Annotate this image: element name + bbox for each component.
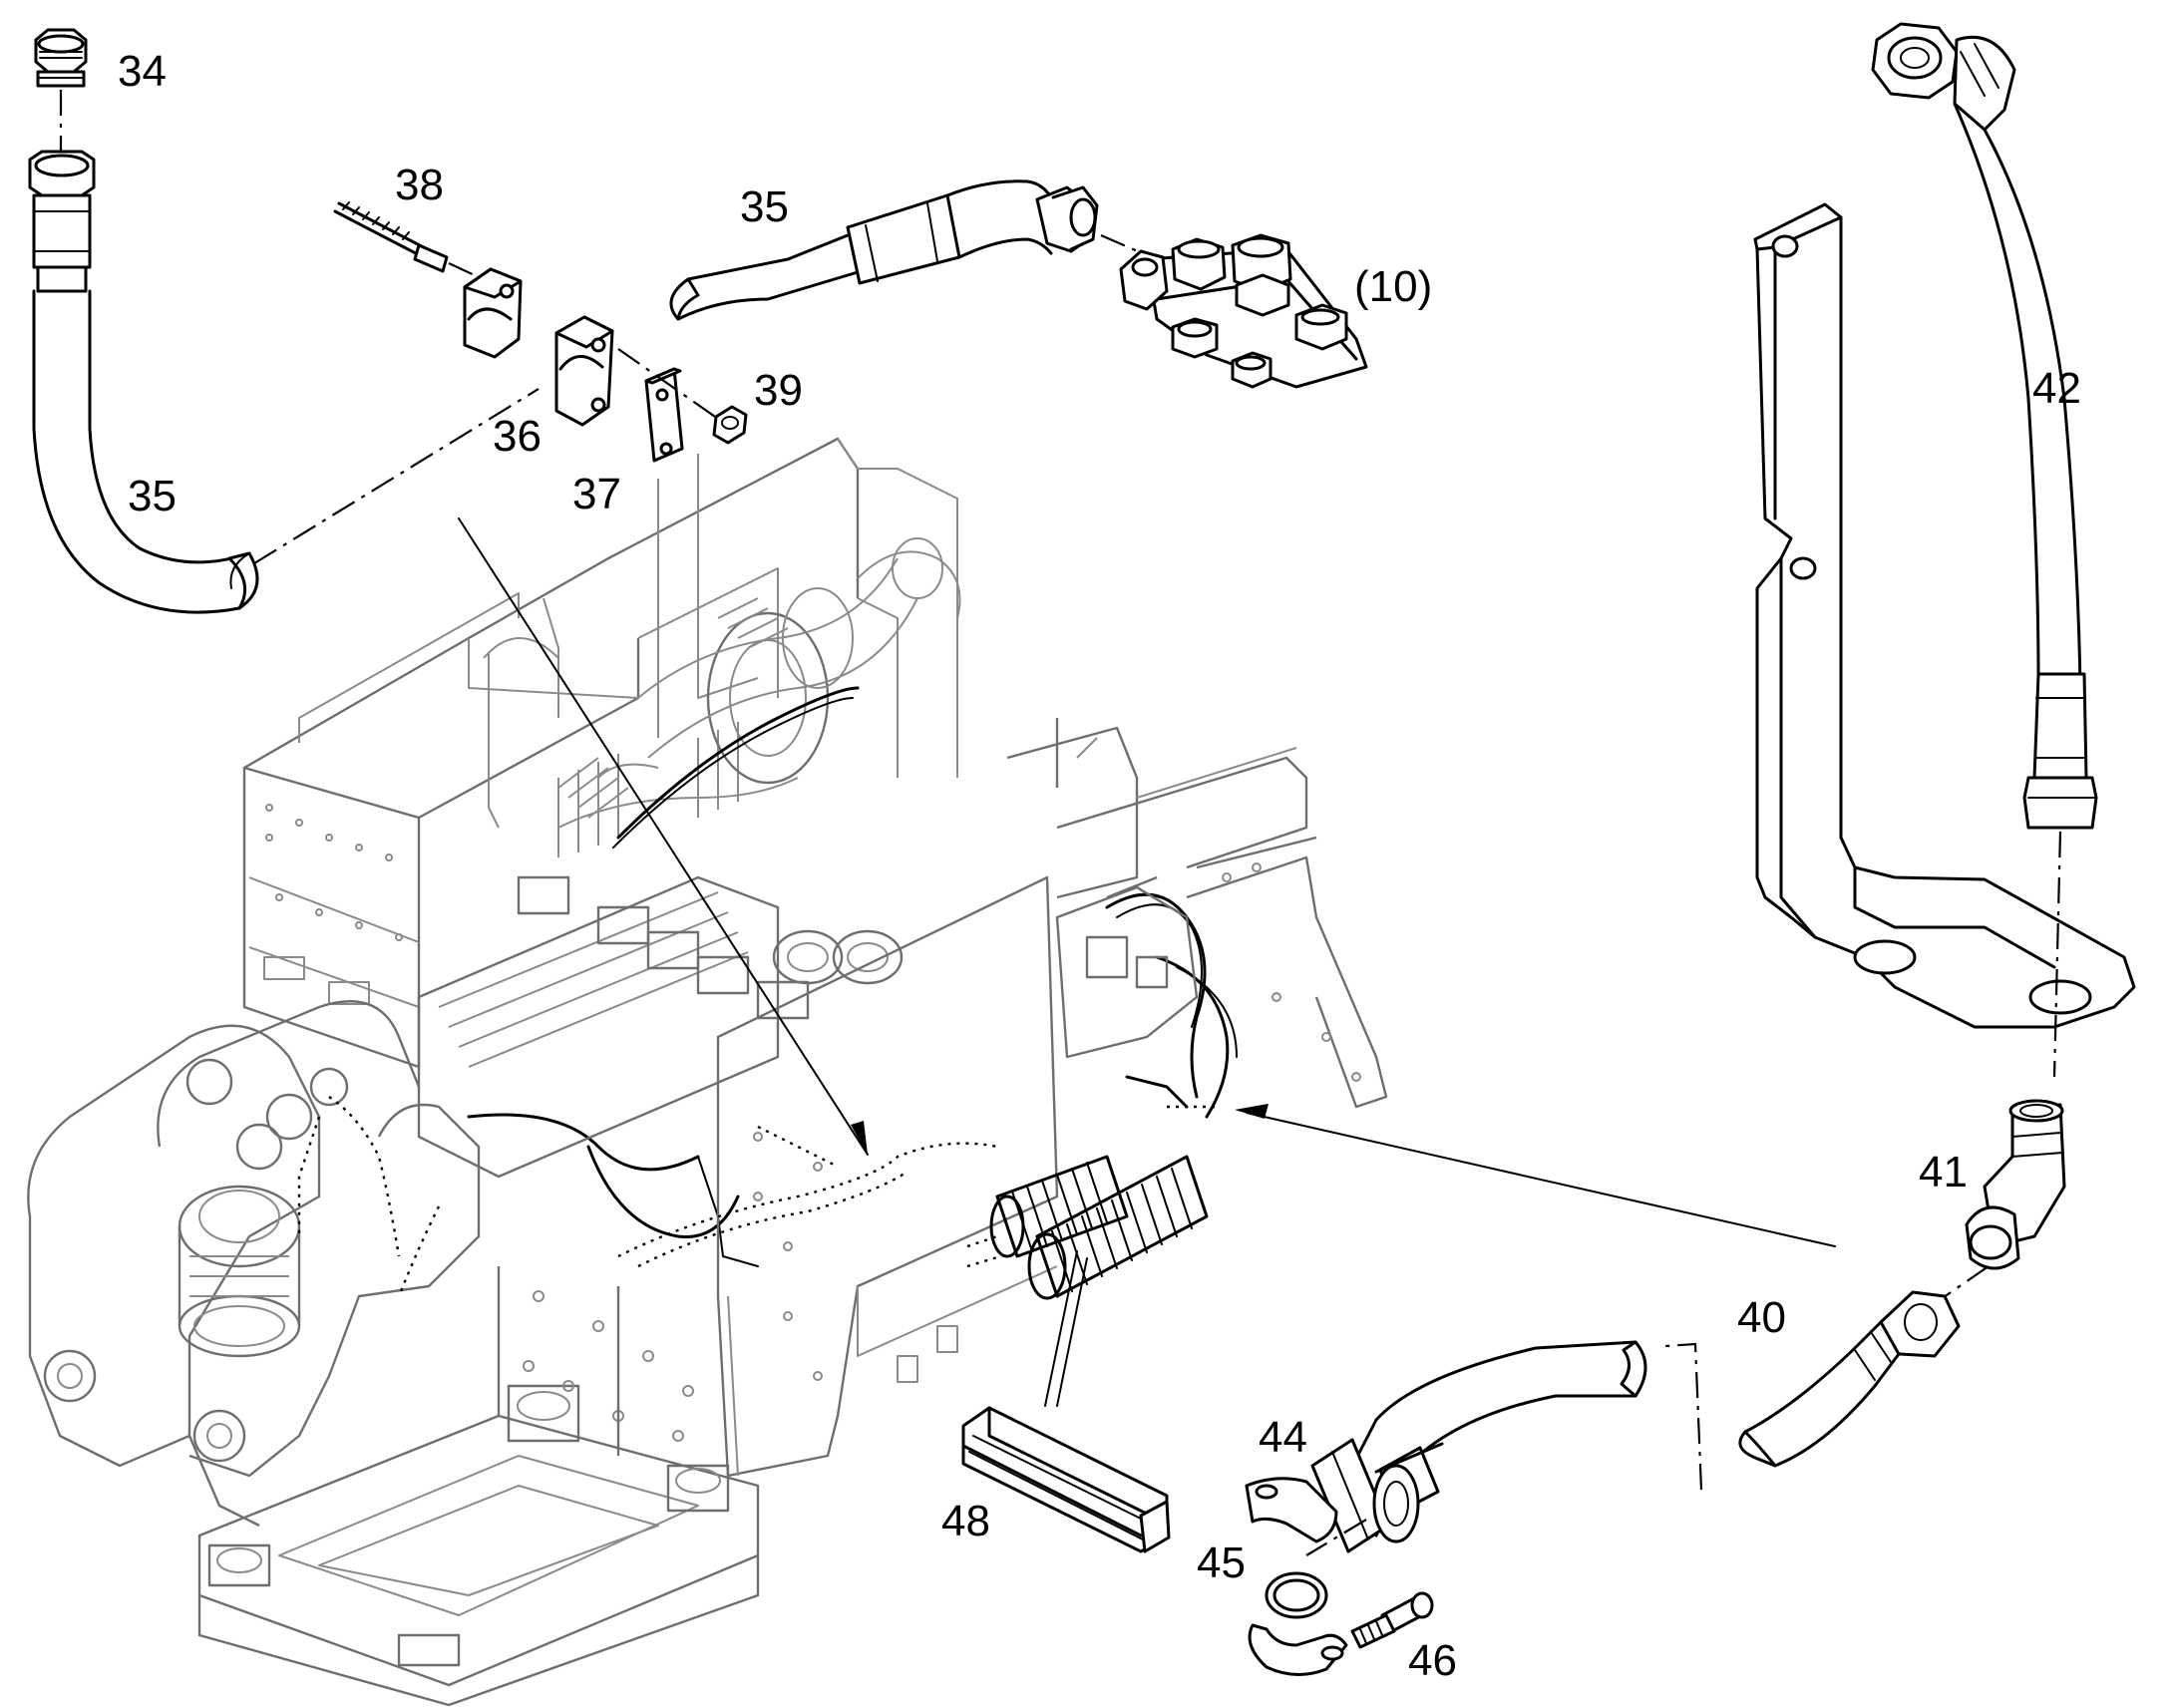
part-48-edge-protector [961, 1406, 1171, 1553]
part-37-clamp-half [554, 315, 614, 427]
part-34-adapter [34, 28, 88, 152]
callout-46: 46 [1408, 1636, 1457, 1685]
leader-to-edge-protector-2 [1056, 1257, 1088, 1407]
undercarriage [197, 1266, 760, 1707]
callout-42: 42 [2032, 364, 2081, 413]
arrowhead-icon [851, 1121, 868, 1155]
part-42-hose [1871, 22, 2098, 1078]
callout-39: 39 [754, 366, 803, 415]
callout-labels: 34 35 35 36 37 38 39 (10) 42 41 40 44 45… [118, 47, 2081, 1685]
callout-48: 48 [941, 1497, 990, 1545]
callout-45: 45 [1197, 1538, 1246, 1587]
callout-37: 37 [572, 470, 621, 518]
callout-41: 41 [1919, 1148, 1968, 1196]
part-45-o-ring [1265, 1571, 1328, 1619]
part-46-bolt [1350, 1591, 1434, 1649]
machine-assembly [27, 437, 1388, 1707]
valve-block [417, 875, 904, 1179]
mounting-bracket [1753, 202, 2136, 1029]
callout-34: 34 [118, 47, 167, 96]
main-frame [1006, 718, 1388, 1109]
callout-36: 36 [493, 412, 542, 461]
engine-block [557, 537, 961, 829]
callout-44: 44 [1259, 1413, 1307, 1462]
part-10-manifold [1119, 233, 1368, 389]
tank [716, 875, 1059, 1478]
callout-38: 38 [395, 161, 444, 209]
leader-to-hose-location [1246, 1112, 1836, 1247]
pump-unit [1055, 885, 1217, 1109]
callout-35-top: 35 [740, 182, 789, 231]
hydraulic-lines [467, 686, 1238, 1267]
part-flange-lower-half [1248, 1623, 1348, 1676]
engine-housing [242, 437, 958, 1069]
callout-10: (10) [1354, 262, 1432, 311]
boom-mount [27, 1000, 481, 1528]
swing-motor [178, 1185, 301, 1358]
leader-to-clamp-location [458, 517, 869, 1156]
corrugated-hoses [966, 1155, 1209, 1300]
part-35-hose-left [28, 150, 540, 614]
arrowhead-icon [1235, 1104, 1269, 1119]
leader-to-edge-protector [1044, 1250, 1078, 1407]
part-35-hose-top [669, 179, 1148, 321]
part-44-flange-half [1245, 1477, 1338, 1543]
part-39-nut-plate [617, 348, 748, 463]
leader-lines [458, 517, 1836, 1407]
part-41-elbow [1930, 1099, 2066, 1307]
dotted-hose-route [297, 1096, 998, 1297]
callout-40: 40 [1737, 1293, 1786, 1342]
part-40-hose [1305, 1290, 1961, 1556]
callout-35-left: 35 [128, 472, 177, 520]
part-36-clamp-half [463, 267, 523, 359]
